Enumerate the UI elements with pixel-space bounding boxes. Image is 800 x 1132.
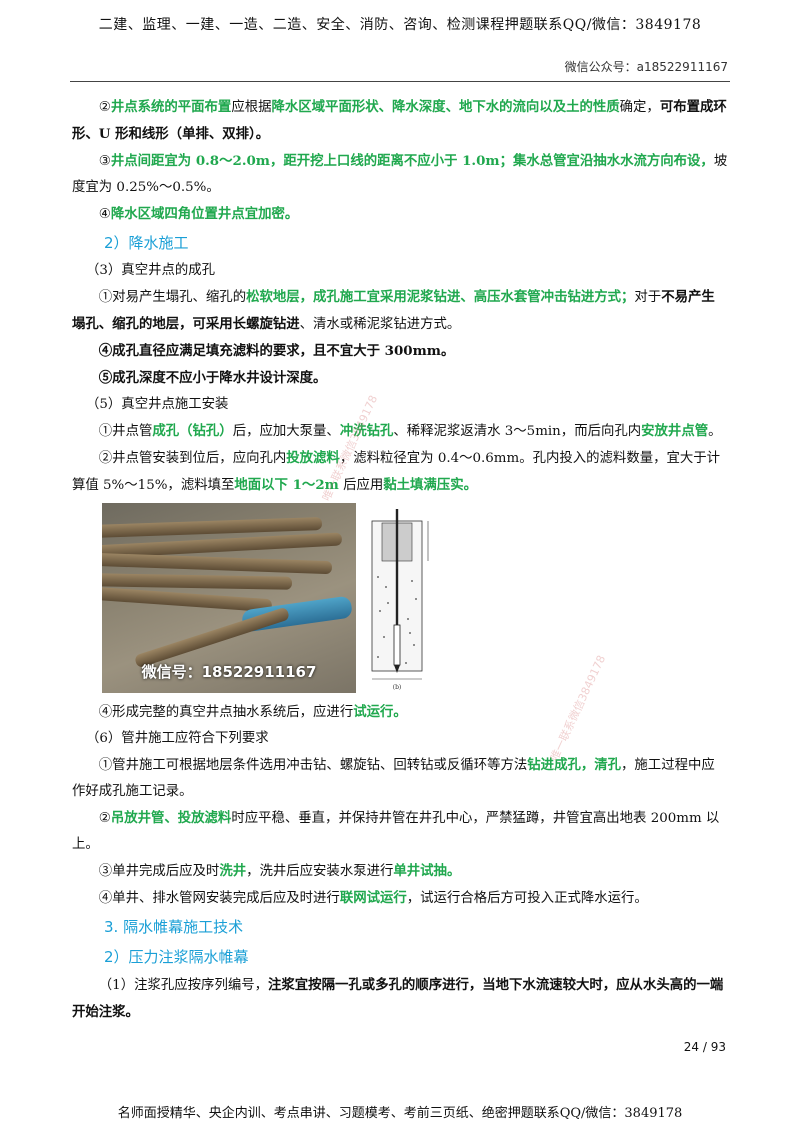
text-run: ，洗井后应安装水泵进行: [246, 864, 394, 879]
text-run: ⑤成孔深度不应小于降水井设计深度。: [98, 370, 327, 386]
text-run: 、清水或稀泥浆钻进方式。: [299, 317, 461, 332]
paragraph: ④单井、排水管网安装完成后应及时进行联网试运行，试运行合格后方可投入正式降水运行…: [72, 885, 728, 912]
paragraph: （1）注浆孔应按序列编号，注浆宜按隔一孔或多孔的顺序进行，当地下水流速较大时，应…: [72, 972, 728, 1026]
header-banner: 二建、监理、一建、一造、二造、安全、消防、咨询、检测课程押题联系QQ/微信：38…: [98, 17, 702, 33]
paragraph: ③井点间距宜为 0.8～2.0m，距开挖上口线的距离不应小于 1.0m；集水总管…: [72, 148, 728, 201]
text-run: 冲洗钻孔: [339, 423, 394, 439]
paragraph: ④成孔直径应满足填充滤料的要求，且不宜大于 300mm。: [72, 338, 728, 365]
page-number: 24 / 93: [683, 1040, 726, 1054]
paragraph: ④形成完整的真空井点抽水系统后，应进行试运行。: [72, 699, 728, 726]
text-run: ②井点管安装到位后，应向孔内: [98, 451, 287, 466]
text-run: 后应用: [338, 478, 384, 493]
text-run: 吊放井管、投放滤料: [110, 810, 232, 826]
text-run: 投放滤料: [286, 450, 340, 466]
text-run: 确定，: [619, 100, 660, 115]
text-run: 井点系统的平面布置: [110, 99, 232, 115]
section-heading: 2）降水施工: [72, 228, 728, 258]
text-run: 钻进成孔，清孔: [527, 757, 622, 773]
text-run: 安放井点管: [641, 423, 709, 439]
paragraph: （5）真空井点施工安装: [72, 392, 728, 418]
text-run: 地面以下 1～2m: [234, 477, 339, 493]
text-run: ，试运行合格后方可投入正式降水运行。: [406, 891, 648, 906]
header-subtitle: 微信公众号：a18522911167: [564, 60, 728, 74]
paragraph: ①井点管成孔（钻孔）后，应加大泵量、冲洗钻孔、稀释泥浆返清水 3～5min，而后…: [72, 418, 728, 445]
paragraph: ②井点系统的平面布置应根据降水区域平面形状、降水深度、地下水的流向以及土的性质确…: [72, 94, 728, 148]
text-run: ④形成完整的真空井点抽水系统后，应进行: [98, 705, 354, 720]
text-run: 后，应加大泵量、: [232, 424, 340, 439]
text-run: ，施工过程中应作好成孔施工记录。: [72, 758, 715, 799]
section-heading: 3. 隔水帷幕施工技术: [72, 912, 728, 942]
text-run: ②: [98, 811, 111, 826]
section-heading: 2）压力注浆隔水帷幕: [72, 942, 728, 972]
figure-row: 微信号：18522911167 (b): [72, 503, 728, 697]
text-run: ③单井完成后应及时: [98, 864, 220, 879]
text-run: 单井试抽。: [393, 863, 461, 879]
text-run: 成孔（钻孔）: [152, 423, 233, 439]
text-run: ②: [98, 100, 111, 115]
text-run: ，滤料粒径宜为 0.4～0.6mm。孔内投入的滤料数量，宜大于计算值 5%～15…: [72, 451, 721, 493]
text-run: ①管井施工可根据地层条件选用冲击钻、螺旋钻、回转钻或反循环等方法: [98, 758, 528, 773]
paragraph: （3）真空井点的成孔: [72, 258, 728, 284]
wellpoint-section-diagram: (b): [371, 509, 429, 691]
text-run: 不易产生塌孔、缩孔的地层，可采用长螺旋钻进: [72, 289, 715, 332]
text-run: 对于: [634, 290, 662, 305]
diagram-label: (b): [393, 684, 402, 691]
paragraph: （6）管井施工应符合下列要求: [72, 726, 728, 752]
text-run: ④成孔直径应满足填充滤料的要求，且不宜大于 300mm。: [98, 343, 455, 359]
text-run: 时应平稳、垂直，并保持井管在井孔中心，严禁猛蹲，井管宜高出地表 200mm 以上…: [72, 811, 720, 852]
text-run: ①井点管: [98, 424, 153, 439]
text-run: ④单井、排水管网安装完成后应及时进行: [98, 891, 340, 906]
paragraph: ①对易产生塌孔、缩孔的松软地层，成孔施工宜采用泥浆钻进、高压水套管冲击钻进方式；…: [72, 284, 728, 338]
text-run: 联网试运行: [339, 890, 407, 906]
text-run: 可布置成环形、U 形和线形（单排、双排）。: [72, 99, 727, 142]
text-run: （5）真空井点施工安装: [86, 397, 229, 412]
text-run: 。: [708, 424, 722, 439]
text-run: 应根据: [231, 100, 272, 115]
paragraph: ⑤成孔深度不应小于降水井设计深度。: [72, 365, 728, 392]
text-run: （1）注浆孔应按序列编号，: [98, 978, 269, 993]
text-run: ③: [98, 154, 111, 169]
wellpoint-photo: 微信号：18522911167: [102, 503, 356, 693]
paragraph: ①管井施工可根据地层条件选用冲击钻、螺旋钻、回转钻或反循环等方法钻进成孔，清孔，…: [72, 752, 728, 805]
text-run: 2）降水施工: [104, 234, 189, 252]
paragraph: ④降水区域四角位置井点宜加密。: [72, 201, 728, 228]
text-run: ①对易产生塌孔、缩孔的: [98, 290, 247, 305]
text-run: 注浆宜按隔一孔或多孔的顺序进行，当地下水流速较大时，应从水头高的一端开始注浆。: [72, 977, 724, 1020]
document-body: ②井点系统的平面布置应根据降水区域平面形状、降水深度、地下水的流向以及土的性质确…: [72, 94, 728, 1026]
text-run: ④: [98, 207, 111, 222]
footer-banner: 名师面授精华、央企内训、考点串讲、习题模考、考前三页纸、绝密押题联系QQ/微信：…: [117, 1106, 683, 1121]
text-run: 降水区域四角位置井点宜加密。: [110, 206, 299, 222]
paragraph: ③单井完成后应及时洗井，洗井后应安装水泵进行单井试抽。: [72, 858, 728, 885]
text-run: 3. 隔水帷幕施工技术: [104, 918, 244, 936]
text-run: 、稀释泥浆返清水 3～5min，而后向孔内: [393, 424, 642, 439]
text-run: 坡度宜为 0.25%～0.5%。: [72, 154, 728, 195]
text-run: 2）压力注浆隔水帷幕: [104, 948, 249, 966]
text-run: 井点间距宜为 0.8～2.0m，距开挖上口线的距离不应小于 1.0m；集水总管宜…: [110, 153, 714, 169]
text-run: 降水区域平面形状、降水深度、地下水的流向以及土的性质: [271, 99, 620, 115]
text-run: 试运行。: [353, 704, 407, 720]
text-run: 松软地层，成孔施工宜采用泥浆钻进、高压水套管冲击钻进方式；: [246, 289, 635, 305]
text-run: （3）真空井点的成孔: [86, 263, 216, 278]
photo-caption: 微信号：18522911167: [141, 663, 317, 681]
paragraph: ②吊放井管、投放滤料时应平稳、垂直，并保持井管在井孔中心，严禁猛蹲，井管宜高出地…: [72, 805, 728, 858]
paragraph: ②井点管安装到位后，应向孔内投放滤料，滤料粒径宜为 0.4～0.6mm。孔内投入…: [72, 445, 728, 499]
text-run: （6）管井施工应符合下列要求: [86, 731, 269, 746]
text-run: 黏土填满压实。: [383, 477, 477, 493]
text-run: 洗井: [219, 863, 247, 879]
header-divider: [70, 81, 730, 82]
